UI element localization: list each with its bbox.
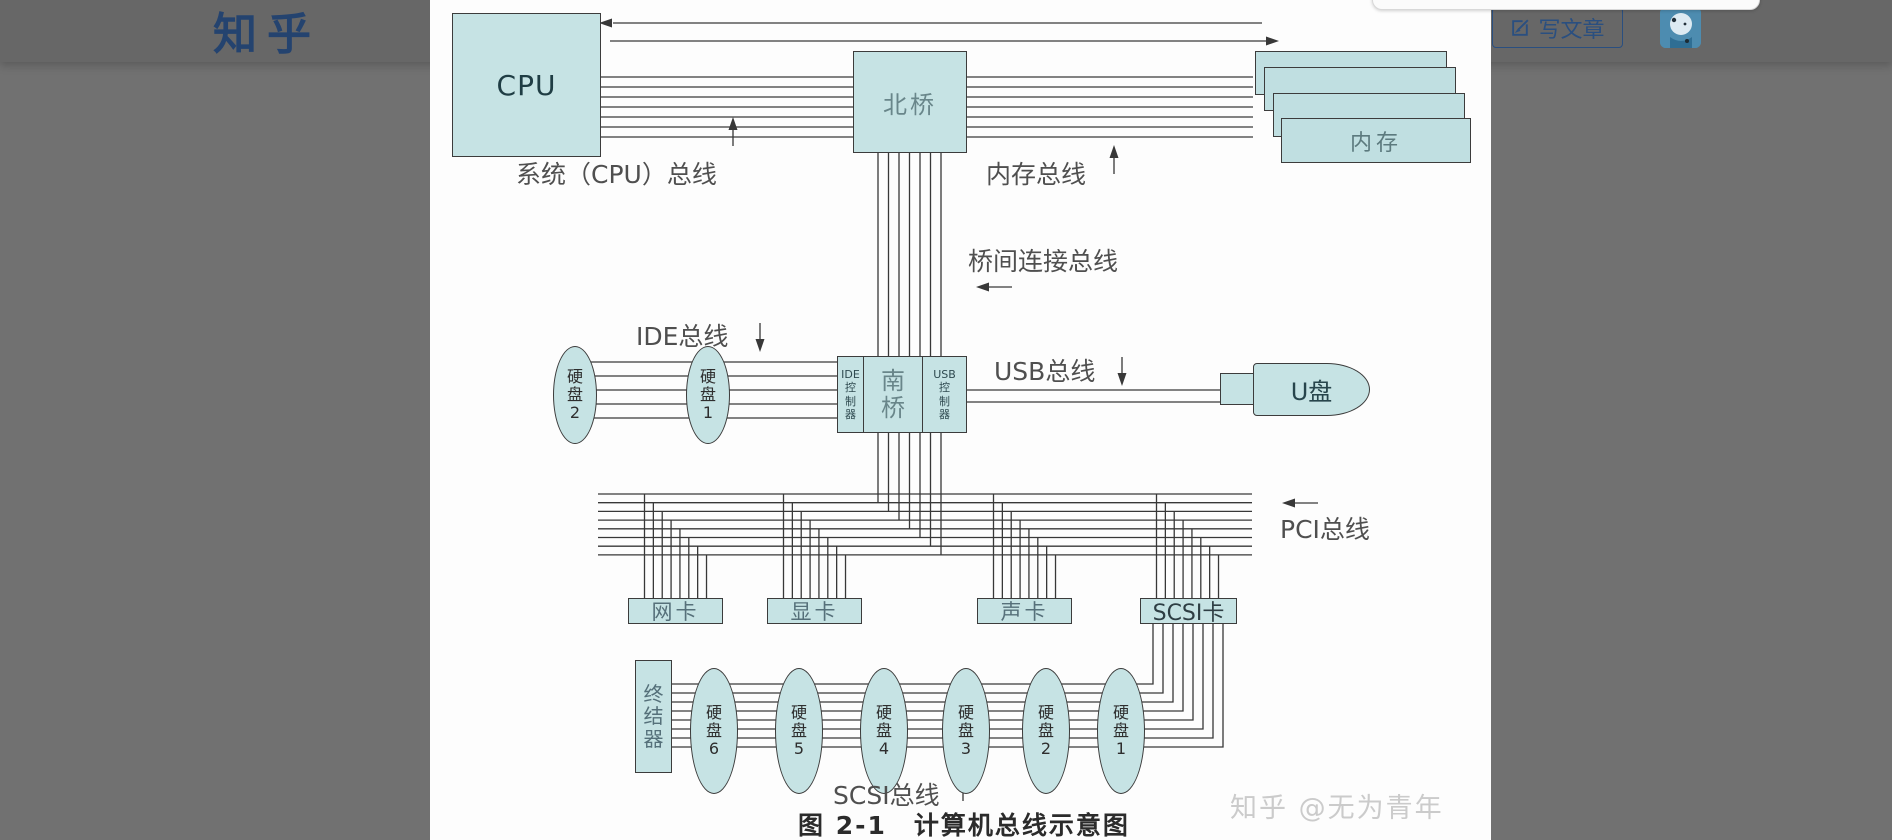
ide-disk-1-label: 硬 盘 1 bbox=[699, 367, 716, 422]
edit-icon bbox=[1510, 17, 1531, 38]
scsi-disk-3: 硬 盘 3 bbox=[942, 668, 990, 794]
pci-bus-label: PCI总线 bbox=[1280, 515, 1370, 544]
ide-disk-2-label: 硬 盘 2 bbox=[566, 367, 583, 422]
memory-module-1: 内存 bbox=[1281, 118, 1471, 163]
article-image[interactable]: CPU 北桥 内存 硬 盘 2 硬 盘 1 IDE 控 制 器 南 桥 bbox=[430, 0, 1491, 840]
graphics-card-box: 显卡 bbox=[767, 598, 862, 624]
scsi-disk-6: 硬 盘 6 bbox=[690, 668, 738, 794]
network-card-box: 网卡 bbox=[628, 598, 723, 624]
scsi-disk-4-label: 硬 盘 4 bbox=[875, 703, 892, 758]
usb-drive-connector bbox=[1220, 373, 1255, 405]
ide-bus-label: IDE总线 bbox=[636, 322, 729, 351]
scsi-disk-4: 硬 盘 4 bbox=[860, 668, 908, 794]
terminator-label: 终 结 器 bbox=[643, 681, 664, 751]
ide-disk-2: 硬 盘 2 bbox=[553, 346, 597, 444]
usb-controller-cell: USB 控 制 器 bbox=[923, 357, 966, 432]
watermark: 知乎 @无为青年 bbox=[1230, 793, 1444, 824]
ide-disk-1: 硬 盘 1 bbox=[686, 346, 730, 444]
usb-bus-label: USB总线 bbox=[994, 357, 1096, 386]
south-bridge-cell: 南 桥 bbox=[863, 357, 923, 432]
usb-drive-label: U盘 bbox=[1290, 378, 1333, 406]
south-bridge-block: IDE 控 制 器 南 桥 USB 控 制 器 bbox=[837, 356, 967, 433]
scsi-disk-2-label: 硬 盘 2 bbox=[1037, 703, 1054, 758]
scsi-card-box: SCSI卡 bbox=[1140, 598, 1237, 626]
ide-controller-label: IDE 控 制 器 bbox=[841, 368, 860, 421]
user-avatar[interactable] bbox=[1660, 7, 1701, 48]
scsi-card-label: SCSI卡 bbox=[1152, 601, 1225, 626]
memory-bus-label: 内存总线 bbox=[986, 160, 1087, 189]
south-bridge-label: 南 桥 bbox=[881, 366, 905, 422]
scsi-bus-label: SCSI总线 bbox=[833, 781, 940, 810]
write-article-label: 写文章 bbox=[1538, 17, 1605, 43]
network-card-label: 网卡 bbox=[651, 600, 700, 624]
figure-caption: 图 2-1 计算机总线示意图 bbox=[798, 811, 1130, 840]
cpu-box: CPU bbox=[452, 13, 601, 157]
write-article-button[interactable]: 写文章 bbox=[1492, 7, 1623, 48]
bridge-bus-label: 桥间连接总线 bbox=[968, 247, 1119, 276]
scsi-disk-5-label: 硬 盘 5 bbox=[790, 703, 807, 758]
scsi-disk-3-label: 硬 盘 3 bbox=[957, 703, 974, 758]
scsi-disk-1-label: 硬 盘 1 bbox=[1112, 703, 1129, 758]
search-input[interactable] bbox=[1372, 0, 1760, 10]
system-bus-label: 系统（CPU）总线 bbox=[516, 160, 717, 189]
sound-card-label: 声卡 bbox=[1000, 600, 1049, 624]
cpu-label: CPU bbox=[496, 68, 557, 102]
usb-drive-body: U盘 bbox=[1253, 363, 1370, 416]
bus-lines bbox=[575, 18, 1318, 801]
scsi-disk-6-label: 硬 盘 6 bbox=[705, 703, 722, 758]
ide-controller-cell: IDE 控 制 器 bbox=[838, 357, 863, 432]
usb-controller-label: USB 控 制 器 bbox=[933, 368, 956, 421]
graphics-card-label: 显卡 bbox=[790, 600, 839, 624]
north-bridge-box: 北桥 bbox=[853, 51, 967, 153]
scsi-disk-5: 硬 盘 5 bbox=[775, 668, 823, 794]
zhihu-logo[interactable]: 知乎 bbox=[213, 9, 321, 60]
memory-label: 内存 bbox=[1349, 130, 1402, 156]
sound-card-box: 声卡 bbox=[977, 598, 1072, 624]
scsi-disk-1: 硬 盘 1 bbox=[1097, 668, 1145, 794]
scsi-disk-2: 硬 盘 2 bbox=[1022, 668, 1070, 794]
north-bridge-label: 北桥 bbox=[883, 90, 937, 119]
terminator-box: 终 结 器 bbox=[635, 660, 672, 773]
